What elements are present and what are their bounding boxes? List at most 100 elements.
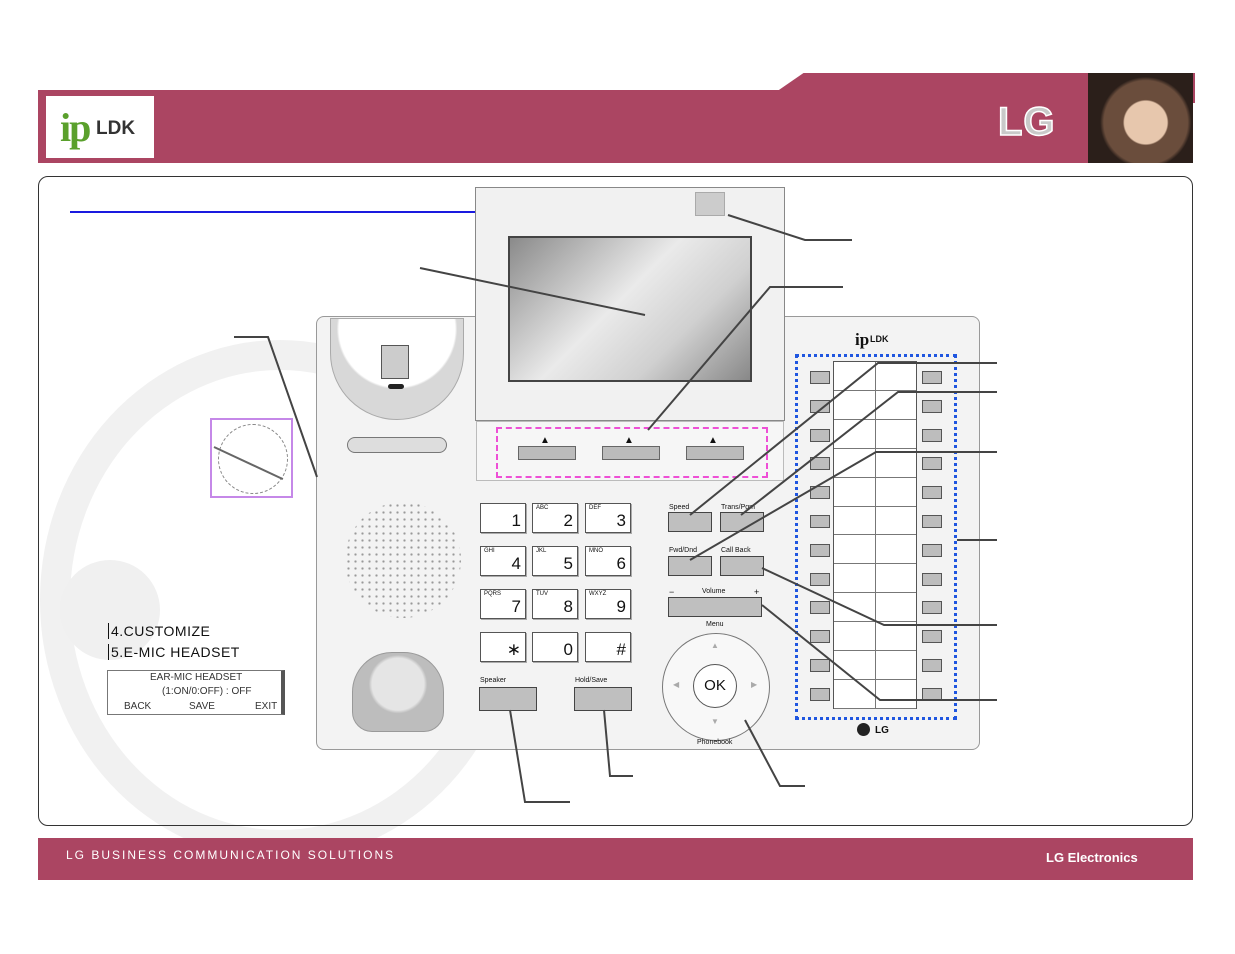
earmic-back: BACK [124, 701, 152, 712]
headset-woman-photo [1088, 73, 1193, 163]
flexible-button[interactable] [922, 399, 942, 413]
flexible-button[interactable] [922, 457, 942, 471]
flexible-button[interactable] [922, 543, 942, 557]
phone-brand-lg: LG [875, 725, 889, 736]
volume-label: Volume [702, 588, 726, 595]
dial-key[interactable]: 0 [532, 632, 578, 662]
detail-circle [218, 424, 288, 494]
handset-slot [347, 437, 447, 453]
logo-ldk-text: LDK [96, 118, 136, 139]
title-underline [70, 211, 516, 213]
footer-bar [38, 838, 1193, 880]
nav-up-icon[interactable]: ▲ [711, 641, 719, 650]
flexible-button[interactable] [922, 371, 942, 384]
callout-hold [603, 709, 633, 777]
phone-logo-ip: ip [855, 330, 870, 349]
nav-left-icon[interactable]: ◀ [673, 680, 680, 689]
flexible-button[interactable] [810, 630, 830, 644]
lg-brand-text: LG [997, 99, 1056, 145]
softkey-arrow-icon: ▲ [624, 435, 634, 446]
softkey-3[interactable] [686, 446, 744, 460]
earmic-exit: EXIT [255, 701, 278, 712]
flexible-button[interactable] [810, 428, 830, 442]
softkey-arrow-icon: ▲ [708, 435, 718, 446]
call-back-button[interactable] [720, 556, 764, 576]
trans-pgm-button[interactable] [720, 512, 764, 532]
flexible-button[interactable] [810, 572, 830, 586]
fwd-dnd-label: Fwd/Dnd [669, 547, 698, 554]
flexible-button[interactable] [922, 601, 942, 615]
phonebook-label: Phonebook [697, 739, 733, 746]
flexible-button[interactable] [922, 572, 942, 586]
flexible-button[interactable] [810, 601, 830, 615]
menu-item-headset: 5.E-MIC HEADSET [111, 644, 240, 660]
hook-led [388, 384, 404, 389]
lcd-screen [508, 236, 752, 382]
hook-switch [381, 345, 409, 379]
footer-slogan: LG BUSINESS COMMUNICATION SOLUTIONS [66, 848, 396, 862]
callout-speed [689, 362, 997, 516]
flexible-button[interactable] [810, 515, 830, 528]
phone-logo-ldk: LDK [870, 334, 889, 344]
label-row-divider [834, 707, 916, 709]
callout-nav [744, 719, 805, 787]
earmic-title: EAR-MIC HEADSET [150, 672, 243, 683]
flexible-button[interactable] [922, 486, 942, 500]
handset-rest [352, 652, 444, 732]
iplk-logo-box [46, 96, 154, 158]
earmic-status: (1:ON/0:OFF) : OFF [162, 686, 252, 697]
speed-button[interactable] [668, 512, 712, 532]
content-frame [38, 176, 1193, 826]
dial-key[interactable]: ∗ [480, 632, 526, 662]
callout-callback [761, 567, 997, 626]
flexible-button[interactable] [922, 659, 942, 672]
callout-lcd [419, 267, 646, 316]
menu-label: Menu [706, 621, 724, 628]
menu-item-customize: 4.CUSTOMIZE [111, 623, 211, 639]
flexible-button[interactable] [810, 486, 830, 500]
flexible-button[interactable] [810, 543, 830, 557]
flexible-button[interactable] [922, 630, 942, 644]
callout-jack [234, 336, 318, 478]
volume-minus: − [669, 587, 675, 597]
flexible-button[interactable] [922, 515, 942, 528]
dial-key[interactable]: # [585, 632, 631, 662]
fwd-dnd-button[interactable] [668, 556, 712, 576]
volume-plus: + [754, 587, 760, 597]
dial-key[interactable]: 1 [480, 503, 526, 533]
earmic-save: SAVE [189, 701, 215, 712]
softkey-1[interactable] [518, 446, 576, 460]
background-watermark-dot [60, 560, 160, 660]
flexible-button[interactable] [810, 687, 830, 701]
flexible-button[interactable] [810, 659, 830, 672]
flexible-button[interactable] [810, 457, 830, 471]
softkey-2[interactable] [602, 446, 660, 460]
callout-softkeys [647, 286, 843, 431]
flexible-button[interactable] [810, 399, 830, 413]
speaker-label: Speaker [480, 677, 507, 684]
header-bar [38, 90, 1193, 163]
hold-save-label: Hold/Save [575, 677, 608, 684]
nav-down-icon[interactable]: ▼ [711, 717, 719, 726]
volume-button[interactable] [668, 597, 762, 617]
speaker-grill [345, 502, 461, 618]
ok-button[interactable]: OK [693, 664, 737, 708]
flexible-button[interactable] [922, 428, 942, 442]
softkey-arrow-icon: ▲ [540, 435, 550, 446]
flexible-button[interactable] [810, 371, 830, 384]
nav-right-icon[interactable]: ▶ [751, 680, 758, 689]
flexible-buttons-highlight [795, 354, 957, 720]
speaker-button[interactable] [479, 687, 537, 711]
trans-pgm-label: Trans/Pgm [721, 504, 755, 511]
callout-volume [761, 604, 997, 701]
hold-save-button[interactable] [574, 687, 632, 711]
